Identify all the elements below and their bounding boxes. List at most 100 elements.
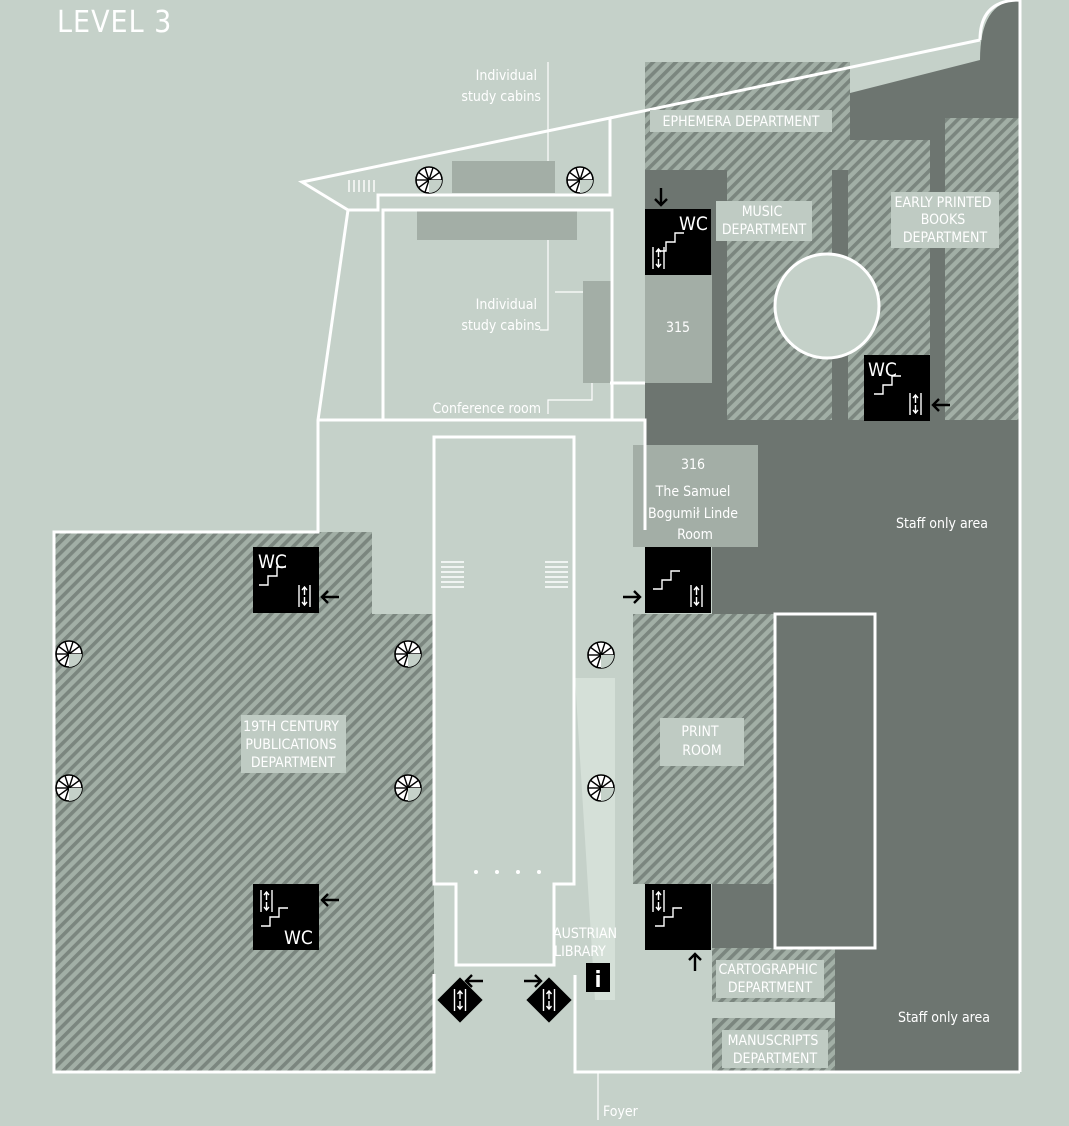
wc-stairs-north: WC (645, 209, 711, 275)
spiral-stair-west-c (55, 774, 83, 802)
print-room-line-2: ROOM (682, 743, 721, 759)
early-printed-line-2: BOOKS (921, 212, 965, 228)
room-316-line-1: 316 (681, 457, 705, 473)
austrian-label: AUSTRIAN LIBRARY (553, 926, 621, 960)
room-316-line-3: Bogumił Linde (648, 506, 738, 522)
wc-label: WC (284, 927, 313, 949)
cabins-mid-label: Individual study cabins (461, 297, 541, 334)
atrium-dots (474, 870, 541, 874)
east-court-wall (773, 612, 877, 950)
wc-label: WC (258, 551, 287, 573)
lift-icon (690, 585, 703, 607)
map-title: LEVEL 3 (57, 5, 172, 40)
century-line-2: PUBLICATIONS (245, 737, 336, 753)
stairs-icon (261, 907, 288, 927)
wc-stairs-west: WC (253, 547, 319, 613)
stairs-316 (645, 547, 711, 613)
austrian-line-1: AUSTRIAN (553, 926, 617, 942)
room-316-line-2: The Samuel (655, 484, 731, 500)
arrow-icon (931, 398, 950, 412)
spiral-stair-west-b (394, 640, 422, 668)
wc-stairs-rotunda: WC (864, 355, 930, 421)
manuscripts-line-1: MANUSCRIPTS (728, 1033, 819, 1049)
arrow-lift-right (524, 974, 543, 988)
century-line-1: 19TH CENTURY (243, 719, 339, 735)
early-printed-label-box (891, 192, 999, 248)
cartographic-line-1: CARTOGRAPHIC (719, 962, 818, 978)
stairs-icon (655, 907, 682, 927)
arrow-cartographic-stairs (688, 952, 702, 971)
music-label-box (716, 201, 812, 241)
atrium-wall (432, 435, 576, 967)
lift-icon (298, 585, 311, 607)
arrow-icon (320, 893, 339, 907)
atrium-steps-left (441, 561, 464, 588)
early-printed-line-1: EARLY PRINTED (895, 195, 992, 211)
wc-label: WC (868, 359, 897, 381)
music-line-2: DEPARTMENT (722, 222, 807, 238)
print-room-label-box (660, 718, 744, 766)
lift-icon (453, 989, 467, 1011)
wc-label: WC (679, 213, 708, 235)
info-label: i (595, 968, 602, 993)
lift-icon (260, 890, 273, 912)
foyer-label: Foyer (603, 1104, 639, 1120)
arrow-south-west-stairs (320, 893, 339, 907)
stairs-cartographic (645, 884, 711, 950)
spiral-stair-west-a (55, 640, 83, 668)
spiral-stair-cabins-left (415, 166, 443, 194)
room-316-label: 316 The Samuel Bogumił Linde Room (648, 457, 742, 543)
century-label-box (241, 715, 346, 773)
east-tower-wall (978, 0, 1022, 1072)
room-315-label: 315 (666, 320, 690, 336)
arrow-icon (524, 974, 543, 988)
cabins-top-label: Individual study cabins (461, 68, 541, 105)
north-wall (609, 38, 981, 120)
study-cabins-mid-block (417, 210, 577, 240)
conference-label: Conference room (433, 401, 542, 417)
cabins-mid-line-2: study cabins (461, 318, 541, 334)
century-department-area (54, 532, 434, 1072)
cabins-top-line-1: Individual (476, 68, 537, 84)
staff-lower-label: Staff only area (898, 1010, 990, 1026)
cartographic-label-box (716, 960, 824, 998)
manuscripts-label: MANUSCRIPTS DEPARTMENT (728, 1033, 823, 1067)
staff-upper-label: Staff only area (896, 516, 988, 532)
manuscripts-line-2: DEPARTMENT (733, 1051, 818, 1067)
info-icon: i (586, 963, 610, 993)
arrow-lift-left (464, 974, 483, 988)
spiral-stair-cabins-right (566, 166, 594, 194)
cabins-top-line-2: study cabins (461, 89, 541, 105)
reading-room-steps (348, 180, 375, 192)
cartographic-line-2: DEPARTMENT (728, 980, 813, 996)
lift-icon (652, 890, 665, 912)
lift-icon (652, 247, 665, 269)
south-east-wall (573, 975, 1020, 1074)
arrow-icon (654, 188, 668, 207)
arrow-icon (464, 974, 483, 988)
stairs-icon (259, 566, 286, 586)
cabins-mid-line-1: Individual (476, 297, 537, 313)
austrian-corridor (575, 678, 615, 1000)
early-printed-line-3: DEPARTMENT (903, 230, 988, 246)
atrium-steps-right (545, 561, 568, 588)
conference-room-wall (381, 208, 614, 422)
ephemera-label-box (650, 110, 832, 132)
arrow-icon (623, 590, 642, 604)
music-line-1: MUSIC (742, 204, 783, 220)
stairs-icon (874, 375, 901, 395)
room-315 (645, 275, 712, 383)
rotunda (773, 252, 881, 360)
icon-layer: WC WC WC WC i (55, 166, 950, 1023)
austrian-line-2: LIBRARY (554, 944, 606, 960)
room-316-line-4: Room (677, 527, 713, 543)
room-316 (633, 445, 758, 547)
arrow-west-stairs (320, 590, 339, 604)
arrow-north-stairs (654, 188, 668, 207)
music-label: MUSIC DEPARTMENT (722, 204, 807, 238)
early-printed-label: EARLY PRINTED BOOKS DEPARTMENT (895, 195, 996, 246)
century-line-3: DEPARTMENT (251, 755, 336, 771)
manuscripts-label-box (722, 1030, 828, 1068)
arrow-rotunda-stairs (931, 398, 950, 412)
arrow-icon (320, 590, 339, 604)
